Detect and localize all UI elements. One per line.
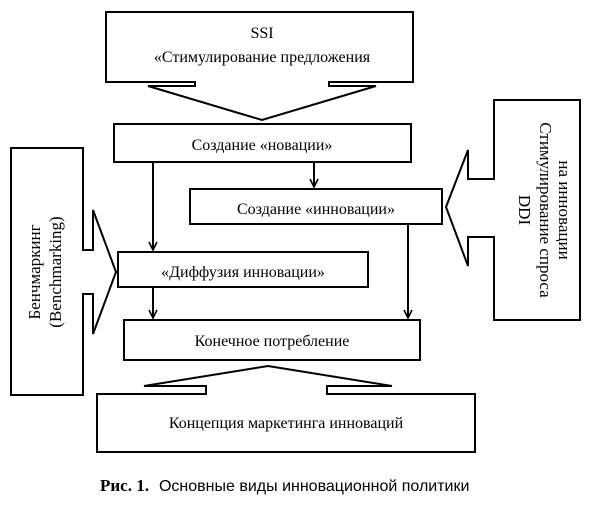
concept-callout <box>96 364 476 453</box>
novation-label: Создание «новации» <box>192 137 333 154</box>
caption-label: Рис. 1. <box>100 476 149 495</box>
consumption-label: Конечное потребление <box>195 333 350 350</box>
benchmarking-label-en: (Benchmarking) <box>46 216 65 327</box>
innovation-box <box>189 188 443 225</box>
innovation-label: Создание «инновации» <box>237 201 395 218</box>
novation-box <box>113 123 412 163</box>
diffusion-label: «Диффузия инновации» <box>161 264 325 281</box>
ddi-callout <box>444 99 581 321</box>
diffusion-box <box>117 251 369 288</box>
benchmarking-callout <box>10 147 118 396</box>
caption-text: Основные виды инновационной политики <box>159 478 469 495</box>
ssi-title: SSI <box>250 25 273 42</box>
benchmarking-label: Бенчмаркинг <box>25 224 44 319</box>
ddi-title: DDI <box>515 195 534 226</box>
ddi-label-line2: на инновации <box>555 160 574 259</box>
ssi-callout <box>105 11 414 122</box>
concept-label: Концепция маркетинга инноваций <box>169 415 404 432</box>
ddi-label-line1: Стимулирование спроса <box>536 122 555 298</box>
figure-caption: Рис. 1. Основные виды инновационной поли… <box>100 476 469 495</box>
ssi-subtitle: «Стимулирование предложения <box>154 49 371 66</box>
consumption-box <box>123 319 421 361</box>
